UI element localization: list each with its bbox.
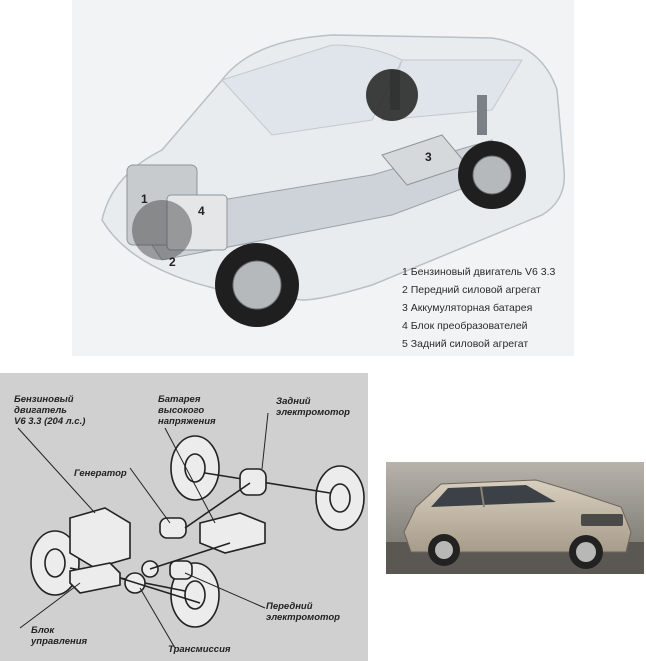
- legend-item: 2 Передний силовой агрегат: [402, 284, 541, 296]
- label-engine: Бензиновый двигатель V6 3.3 (204 л.с.): [14, 394, 86, 427]
- label-transmission: Трансмиссия: [168, 644, 231, 655]
- label-control-unit: Блок управления: [31, 625, 88, 647]
- callout-2: 2: [169, 255, 176, 269]
- callout-4: 4: [198, 204, 205, 218]
- legend-item: 5 Задний силовой агрегат: [402, 338, 529, 350]
- legend-item: 3 Аккумуляторная батарея: [402, 302, 533, 314]
- drivetrain-schematic: Бензиновый двигатель V6 3.3 (204 л.с.) Б…: [0, 373, 368, 661]
- label-generator: Генератор: [74, 468, 127, 479]
- schematic-drawing: [17, 412, 365, 649]
- callout-1: 1: [141, 192, 148, 206]
- label-front-motor: Передний электромотор: [266, 601, 340, 623]
- car-cutaway-drawing: [101, 34, 566, 327]
- suv-photo: [386, 462, 644, 574]
- label-battery: Батарея высокого напряжения: [158, 394, 216, 427]
- legend-item: 4 Блок преобразователей: [402, 320, 528, 332]
- hybrid-car-cutaway-illustration: 1 2 3 4 1 Бензиновый двигатель V6 3.3 2 …: [72, 0, 574, 356]
- legend-item: 1 Бензиновый двигатель V6 3.3: [402, 266, 556, 278]
- suv-photo-drawing: [386, 462, 644, 574]
- callout-3: 3: [425, 150, 432, 164]
- component-legend: 1 Бензиновый двигатель V6 3.3 2 Передний…: [402, 263, 555, 353]
- label-rear-motor: Задний электромотор: [276, 396, 350, 418]
